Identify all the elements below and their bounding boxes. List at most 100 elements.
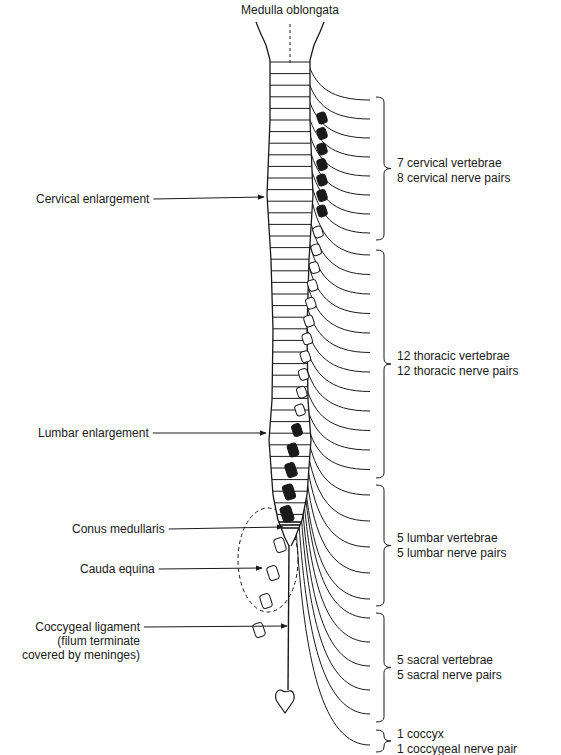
spinal-nerve <box>299 525 370 714</box>
cord-segment <box>270 62 310 63</box>
spinal-nerve <box>306 497 370 618</box>
region-label: 12 thoracic vertebrae <box>397 349 510 363</box>
cord-segment <box>267 189 313 190</box>
vertebra <box>312 225 324 238</box>
vertebrae <box>252 111 328 638</box>
spinal-nerve <box>310 134 370 176</box>
region-brace <box>376 485 391 606</box>
filum-terminale <box>288 545 289 690</box>
spinal-nerve <box>307 389 370 431</box>
cord-segment <box>270 247 310 248</box>
cord-segment <box>267 201 312 202</box>
structure-label: Conus medullaris <box>72 522 165 536</box>
spinal-nerve <box>304 504 370 642</box>
spinal-nerve <box>308 410 370 450</box>
spinal-nerve <box>308 469 370 547</box>
cord-segment <box>270 108 310 109</box>
region-label: 7 cervical vertebrae <box>397 156 502 170</box>
cord-segment <box>272 479 308 480</box>
cord-segment <box>273 317 308 318</box>
region-label: 12 thoracic nerve pairs <box>397 364 518 378</box>
cord-segment <box>270 433 311 434</box>
cord-segments <box>267 62 313 514</box>
cord-segment <box>269 154 312 155</box>
cord-segment <box>275 502 306 503</box>
vertebra <box>259 593 273 609</box>
cord-segment <box>272 282 309 283</box>
cord-segment <box>269 143 311 144</box>
vertebra <box>310 243 322 256</box>
spinal-nerve <box>310 221 370 275</box>
vertebra <box>305 297 317 310</box>
spinal-nerve <box>307 368 370 411</box>
spinal-nerve <box>303 511 370 666</box>
vertebra <box>266 565 280 581</box>
vertebra <box>298 368 310 381</box>
cord-segment <box>268 212 312 213</box>
leader-arrow <box>169 527 283 529</box>
spinal-nerve <box>309 66 370 100</box>
cord-segment <box>270 236 311 237</box>
vertebra <box>286 442 299 457</box>
cord-segment <box>273 363 308 364</box>
cord-segment <box>270 421 309 422</box>
structure-label: Coccygeal ligament (filum terminate cove… <box>18 620 140 662</box>
vertebra <box>316 173 328 186</box>
cord-segment <box>268 178 313 179</box>
structure-label: Cauda equina <box>80 562 155 576</box>
region-label: 8 cervical nerve pairs <box>397 171 510 185</box>
cord-segment <box>272 294 308 295</box>
spinal-nerve <box>309 431 370 470</box>
structure-label: Cervical enlargement <box>36 192 149 206</box>
spinal-nerve <box>309 117 370 157</box>
vertebra <box>303 314 315 327</box>
region-braces <box>376 97 391 752</box>
vertebra <box>316 204 328 217</box>
vertebra <box>279 505 294 524</box>
spinal-nerve <box>310 445 370 495</box>
spinal-nerve <box>306 326 370 372</box>
vertebra <box>252 622 266 638</box>
structure-label: Lumbar enlargement <box>38 426 149 440</box>
leader-arrow <box>153 197 264 199</box>
spinal-cord-outline <box>291 22 324 546</box>
coccyx-shape <box>276 690 295 713</box>
cord-segment <box>271 259 309 260</box>
region-label: 5 sacral vertebrae <box>397 653 493 667</box>
spinal-nerve <box>307 284 370 333</box>
leader-arrow <box>159 568 262 569</box>
region-brace <box>376 613 391 722</box>
spinal-nerve <box>307 305 370 353</box>
leader-lines <box>144 197 287 627</box>
region-label: 5 lumbar nerve pairs <box>397 546 506 560</box>
vertebra <box>291 423 303 437</box>
cord-segment <box>270 85 310 86</box>
conus-band <box>280 524 300 526</box>
vertebra <box>307 279 319 292</box>
vertebra <box>316 158 328 171</box>
leader-arrow <box>153 433 266 434</box>
cord-segment <box>272 305 307 306</box>
cord-segment <box>273 328 307 329</box>
region-brace <box>376 730 391 752</box>
spinal-cord-fill <box>256 22 324 546</box>
vertebra <box>282 483 297 501</box>
conus-band <box>281 527 299 529</box>
cord-segment <box>268 166 312 167</box>
cord-segment <box>273 340 307 341</box>
leader-arrow <box>144 626 287 627</box>
vertebra <box>299 350 311 363</box>
region-label: 5 lumbar vertebrae <box>397 531 498 545</box>
region-brace <box>376 250 391 478</box>
region-label: 1 coccygeal nerve pair <box>397 742 517 755</box>
structure-label: Medulla oblongata <box>241 3 339 17</box>
vertebra <box>316 111 328 124</box>
cord-segment <box>271 270 308 271</box>
cord-segment <box>270 131 311 132</box>
spinal-nerve <box>296 532 370 745</box>
region-brace <box>376 97 391 240</box>
vertebra <box>296 386 308 399</box>
spinal-nerve <box>309 457 370 521</box>
region-label: 5 sacral nerve pairs <box>397 668 502 682</box>
